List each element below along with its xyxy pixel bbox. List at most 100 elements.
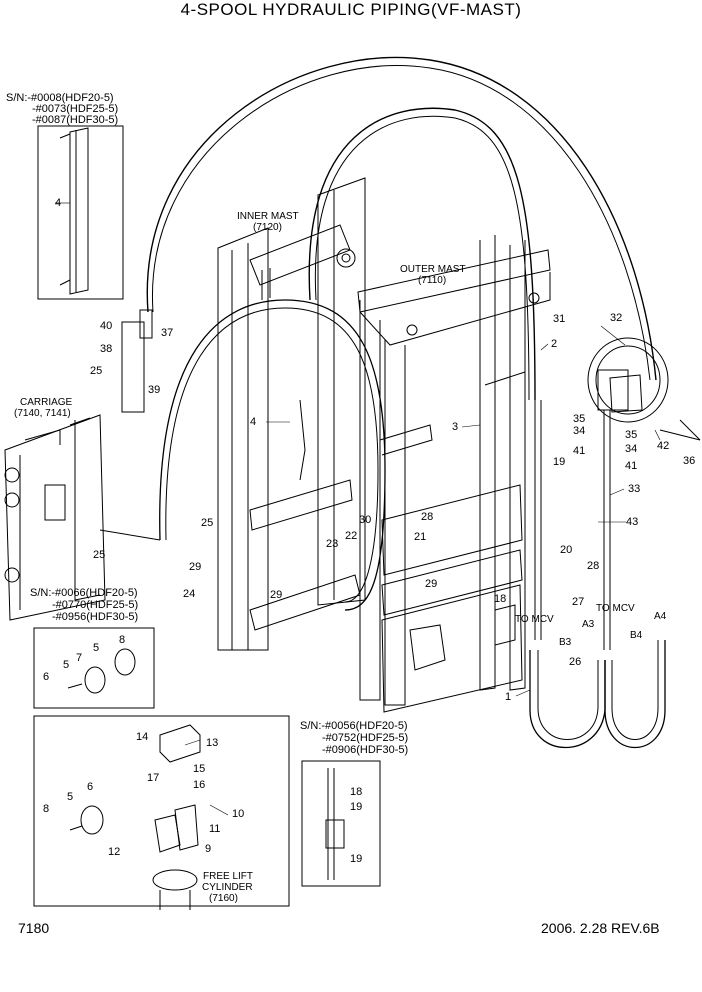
serial-note-top-3: -#0087(HDF30-5) xyxy=(32,114,119,126)
part-number-3: 3 xyxy=(452,421,459,433)
hose-carriage-loop-2 xyxy=(165,307,379,603)
hose-carriage-loop xyxy=(159,299,386,611)
part-number-34-a: 34 xyxy=(573,425,586,437)
serial-frame-top xyxy=(37,125,124,300)
part-number-27: 27 xyxy=(572,596,585,608)
part-number-21: 21 xyxy=(414,531,427,543)
label-inner-mast-ref: (7120) xyxy=(253,222,282,233)
part-number-25-b: 25 xyxy=(201,517,214,529)
part-number-8-middle: 8 xyxy=(119,634,126,646)
leader-lines xyxy=(55,202,661,816)
part-number-19-bottom-a: 19 xyxy=(350,801,363,813)
serial-note-bottom-2: -#0752(HDF25-5) xyxy=(322,732,409,744)
serial-note-middle-1: S/N:-#0066(HDF20-5) xyxy=(30,587,138,599)
part-number-32: 32 xyxy=(610,312,623,324)
part-number-7: 7 xyxy=(76,652,83,664)
serial-note-top-2: -#0073(HDF25-5) xyxy=(32,103,119,115)
part-number-1: 1 xyxy=(505,691,512,703)
page-number: 7180 xyxy=(18,920,50,936)
fitting-40 xyxy=(139,309,153,339)
part-number-13: 13 xyxy=(206,737,219,749)
part-number-41-b: 41 xyxy=(625,460,638,472)
label-port-a3: A3 xyxy=(582,619,595,630)
label-inner-mast: INNER MAST xyxy=(237,211,299,222)
part-number-35-a: 35 xyxy=(573,413,586,425)
part-number-25-a: 25 xyxy=(90,365,103,377)
serial-note-middle-2: -#0770(HDF25-5) xyxy=(52,599,139,611)
block-40 xyxy=(121,321,145,413)
part-number-14: 14 xyxy=(136,731,149,743)
part-number-35-b: 35 xyxy=(625,429,638,441)
part-number-6-bottom: 6 xyxy=(87,781,94,793)
label-to-mcv-right: TO MCV xyxy=(596,603,635,614)
serial-note-top-1: S/N:-#0008(HDF20-5) xyxy=(6,92,114,104)
part-number-25-c: 25 xyxy=(93,549,106,561)
part-number-5-bottom: 5 xyxy=(67,791,74,803)
part-number-33: 33 xyxy=(628,483,641,495)
part-number-22: 22 xyxy=(345,530,358,542)
carriage xyxy=(4,414,161,621)
serial-note-middle-3: -#0956(HDF30-5) xyxy=(52,611,139,623)
outer-mast xyxy=(357,235,551,713)
part-number-20: 20 xyxy=(560,544,573,556)
hose-outer-loop xyxy=(146,56,657,381)
serial-detail-bottom xyxy=(325,768,345,880)
free-lift-detail xyxy=(69,724,201,910)
part-number-29-a: 29 xyxy=(189,561,202,573)
label-free-lift-1: FREE LIFT xyxy=(203,871,254,882)
label-free-lift-ref: (7160) xyxy=(209,893,238,904)
part-number-29-b: 29 xyxy=(270,589,283,601)
part-number-4-top: 4 xyxy=(55,197,62,209)
part-number-4: 4 xyxy=(250,416,257,428)
part-number-19-bottom-b: 19 xyxy=(350,853,363,865)
part-number-17: 17 xyxy=(147,772,160,784)
roller-detail-middle xyxy=(67,648,136,694)
part-number-15: 15 xyxy=(193,763,206,775)
part-number-30: 30 xyxy=(359,514,372,526)
serial-note-bottom-1: S/N:-#0056(HDF20-5) xyxy=(300,720,408,732)
label-outer-mast: OUTER MAST xyxy=(400,264,466,275)
part-number-41-a: 41 xyxy=(573,445,586,457)
part-number-26: 26 xyxy=(569,656,582,668)
label-carriage: CARRIAGE xyxy=(20,397,73,408)
part-number-34-b: 34 xyxy=(625,443,638,455)
detail-frame-bottom-left xyxy=(33,715,290,907)
part-number-42: 42 xyxy=(657,440,670,452)
part-number-24: 24 xyxy=(183,588,196,600)
label-free-lift-2: CYLINDER xyxy=(202,882,253,893)
part-number-31: 31 xyxy=(553,313,566,325)
hose-1-left xyxy=(529,650,606,749)
serial-frame-bottom xyxy=(301,760,381,887)
part-number-8-bottom: 8 xyxy=(43,803,50,815)
part-number-18: 18 xyxy=(494,593,507,605)
part-number-23: 23 xyxy=(326,538,339,550)
part-number-40: 40 xyxy=(100,320,113,332)
part-number-19: 19 xyxy=(553,456,566,468)
serial-note-bottom-3: -#0906(HDF30-5) xyxy=(322,744,409,756)
part-number-43: 43 xyxy=(626,516,639,528)
part-number-10: 10 xyxy=(232,808,245,820)
label-carriage-ref: (7140, 7141) xyxy=(14,408,71,419)
hose-inner-loop xyxy=(308,107,536,401)
hose-outer-loop-2 xyxy=(152,65,651,381)
part-number-36: 36 xyxy=(683,455,696,467)
part-number-28-b: 28 xyxy=(587,560,600,572)
part-number-37: 37 xyxy=(161,327,174,339)
inner-mast xyxy=(217,177,366,651)
part-number-12: 12 xyxy=(108,846,121,858)
part-number-2: 2 xyxy=(551,338,558,350)
part-number-28-a: 28 xyxy=(421,511,434,523)
part-number-11: 11 xyxy=(209,823,221,835)
hose-1-right xyxy=(604,640,666,748)
label-to-mcv-left: TO MCV xyxy=(515,614,554,625)
revision-date: 2006. 2.28 REV.6B xyxy=(541,920,660,936)
part-number-16: 16 xyxy=(193,779,206,791)
hose-reel-assembly xyxy=(587,337,701,441)
label-port-b3: B3 xyxy=(559,637,572,648)
part-number-9: 9 xyxy=(205,843,212,855)
part-number-18-bottom: 18 xyxy=(350,786,363,798)
part-number-39: 39 xyxy=(148,384,161,396)
part-number-38: 38 xyxy=(100,343,113,355)
page-title: 4-SPOOL HYDRAULIC PIPING(VF-MAST) xyxy=(180,0,522,19)
